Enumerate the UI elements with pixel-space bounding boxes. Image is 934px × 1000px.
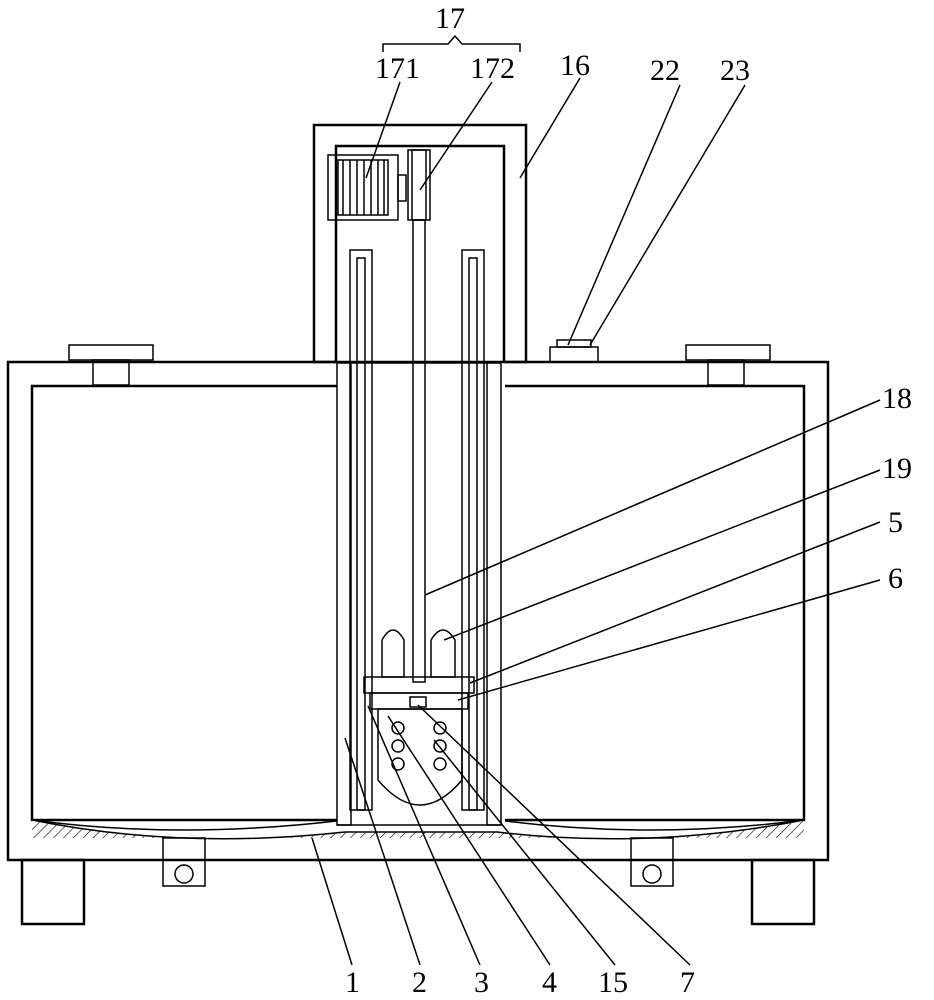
right-slider-block — [430, 629, 456, 678]
label-22: 22 — [650, 54, 680, 87]
connector-block — [409, 696, 427, 708]
left-foot — [20, 858, 86, 926]
label-16: 16 — [560, 49, 590, 82]
motor — [327, 154, 407, 221]
leader-lines — [311, 34, 881, 966]
center-channel — [336, 362, 505, 826]
label-6: 6 — [888, 562, 903, 595]
basket-holes — [391, 721, 447, 771]
left-drain-fitting — [162, 837, 206, 887]
left-inlet-cap — [68, 344, 154, 386]
left-guide-rail — [349, 249, 373, 811]
label-3: 3 — [474, 966, 489, 999]
label-4: 4 — [542, 966, 557, 999]
label-171: 171 — [375, 52, 420, 85]
label-19: 19 — [882, 452, 912, 485]
gear — [407, 149, 431, 221]
rack-chain — [412, 219, 426, 683]
right-inlet-cap — [685, 344, 771, 386]
labels: 17 171 172 16 22 23 18 19 5 6 1 2 3 4 15… — [345, 2, 912, 999]
right-guide-rail — [461, 249, 485, 811]
left-slider-block — [381, 629, 405, 678]
tank-body — [6, 360, 830, 862]
motor-housing — [312, 123, 528, 364]
label-17: 17 — [435, 2, 465, 35]
filter-basket — [377, 708, 463, 806]
label-2: 2 — [412, 966, 427, 999]
label-5: 5 — [888, 506, 903, 539]
label-15: 15 — [598, 966, 628, 999]
right-foot — [750, 858, 816, 926]
label-23: 23 — [720, 54, 750, 87]
label-172: 172 — [470, 52, 515, 85]
label-18: 18 — [882, 382, 912, 415]
label-1: 1 — [345, 966, 360, 999]
label-7: 7 — [680, 966, 695, 999]
right-drain-fitting — [630, 837, 674, 887]
